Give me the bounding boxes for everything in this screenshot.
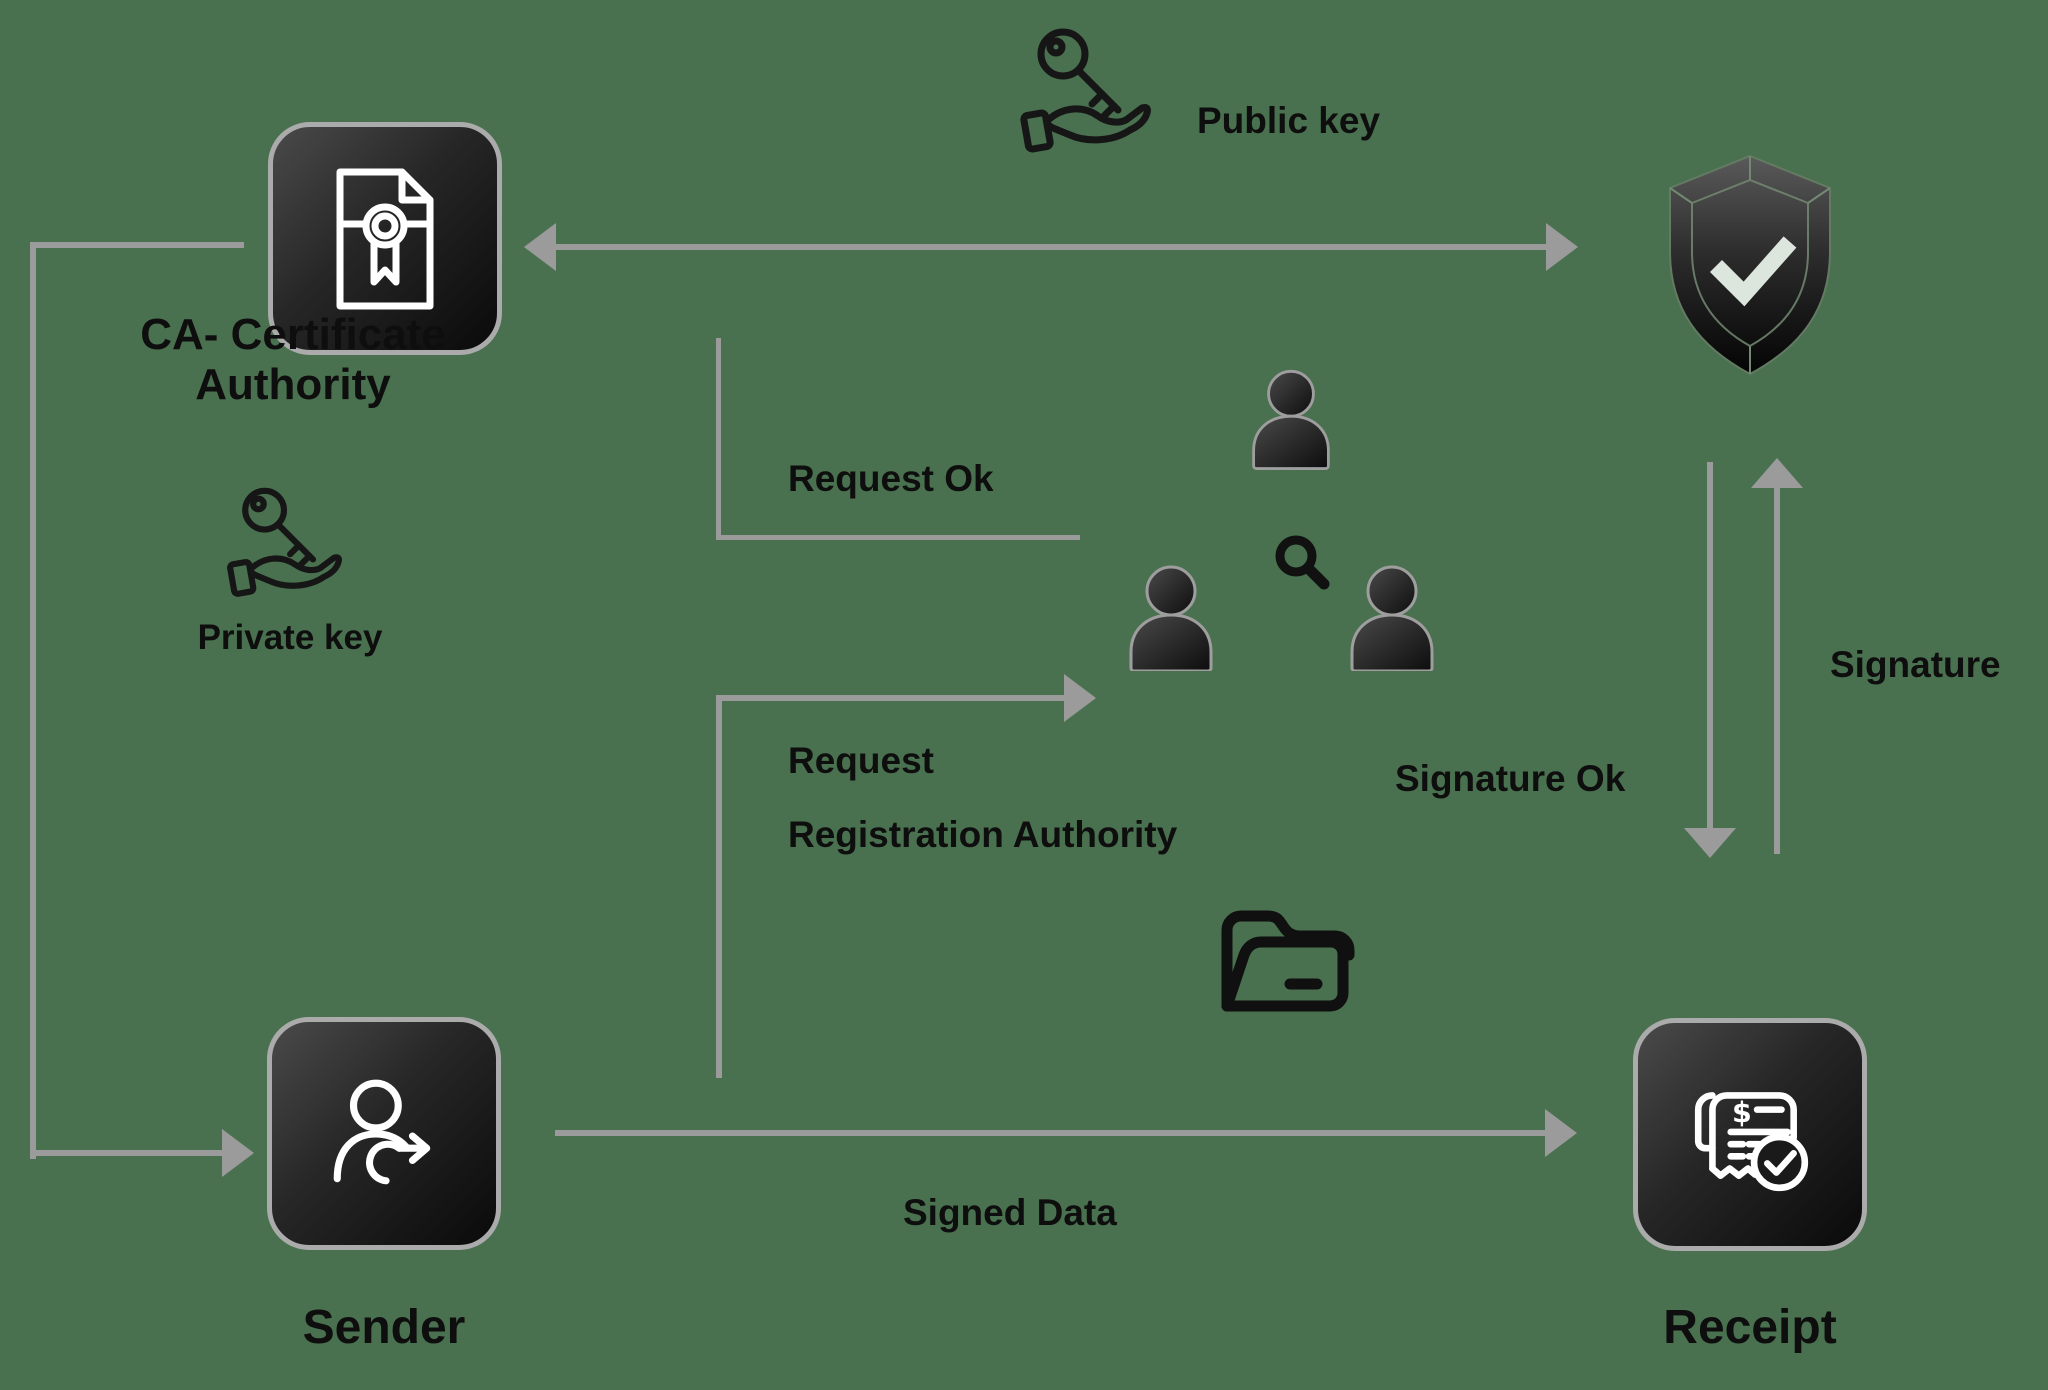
- request-line-horizontal: [716, 695, 1064, 701]
- person-icon: [1125, 565, 1217, 671]
- ca-label: CA- Certificate Authority: [113, 310, 473, 410]
- registration-authority-label: Registration Authority: [788, 814, 1178, 855]
- request-arrowhead: [1064, 674, 1096, 722]
- receipt-check-icon: $: [1684, 1069, 1816, 1201]
- public-key-arrowhead-left: [524, 223, 556, 271]
- sender-label: Sender: [302, 1301, 466, 1354]
- certificate-icon: [330, 164, 440, 314]
- open-folder-icon: [1205, 886, 1355, 1034]
- public-key-arrow-line: [556, 244, 1546, 250]
- signed-data-arrowhead: [1545, 1109, 1577, 1157]
- signature-label: Signature: [1830, 644, 2001, 685]
- private-key-hand-icon: [225, 478, 357, 618]
- public-key-label: Public key: [1197, 100, 1381, 141]
- ca-to-sender-line-vertical: [30, 242, 36, 1159]
- person-icon: [1346, 565, 1438, 671]
- private-key-label: Private key: [197, 618, 383, 657]
- public-key-arrowhead-right: [1546, 223, 1578, 271]
- sender-node: [267, 1017, 501, 1250]
- request-label: Request: [788, 740, 934, 781]
- request-ok-line-horizontal: [716, 535, 1080, 540]
- signature-down-arrow-line: [1707, 462, 1713, 830]
- magnifier-icon: [1272, 532, 1330, 590]
- signature-ok-label: Signature Ok: [1395, 758, 1626, 799]
- ca-to-sender-line-bottom: [30, 1150, 222, 1156]
- request-ok-line-vertical: [716, 338, 721, 540]
- signature-down-arrowhead: [1684, 828, 1736, 858]
- receipt-currency-symbol: $: [1732, 1095, 1752, 1128]
- ca-label-line1: CA- Certificate: [140, 310, 446, 359]
- request-line-vertical: [716, 695, 722, 1078]
- user-send-icon: [323, 1073, 445, 1195]
- signed-data-label: Signed Data: [903, 1192, 1117, 1233]
- ca-node: [268, 122, 502, 355]
- people-group-icon: [1120, 365, 1540, 685]
- receipt-label: Receipt: [1663, 1301, 1837, 1354]
- shield-check-icon: [1660, 150, 1840, 380]
- signed-data-arrow-line: [555, 1130, 1545, 1136]
- request-ok-label: Request Ok: [788, 458, 994, 499]
- ca-to-sender-line-top: [30, 242, 244, 248]
- receipt-node: $: [1633, 1018, 1867, 1251]
- ca-to-sender-arrowhead: [222, 1129, 254, 1177]
- public-key-hand-icon: [1018, 22, 1168, 172]
- signature-up-arrowhead: [1751, 458, 1803, 488]
- ca-label-line2: Authority: [195, 360, 391, 410]
- person-icon: [1248, 368, 1334, 470]
- signature-up-arrow-line: [1774, 486, 1780, 854]
